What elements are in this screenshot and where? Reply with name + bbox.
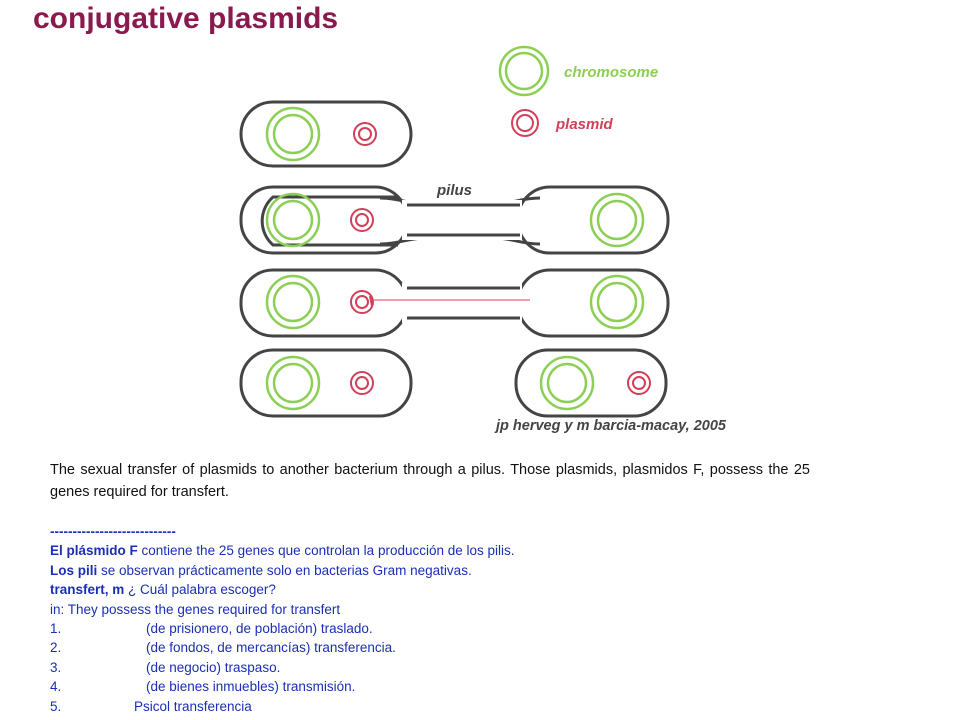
conjugation-diagram: chromosome plasmid pilus [239, 45, 727, 434]
list-item: 1. (de prisionero, de población) traslado… [50, 619, 850, 638]
list-item: 5. Psicol transferencia [50, 697, 850, 716]
gloss-line-1: El plásmido F contiene the 25 genes que … [50, 541, 850, 560]
gloss-text-1: contiene the 25 genes que controlan la p… [137, 543, 515, 559]
gloss-text-2: se observan prácticamente solo en bacter… [97, 562, 472, 578]
glossary-block: ---------------------------- El plásmido… [50, 522, 850, 716]
bacterium-row-3 [239, 268, 670, 338]
plasmid-legend-icon [511, 109, 539, 137]
gloss-line-4: in: They possess the genes required for … [50, 601, 341, 617]
gloss-term-1: El plásmido F [50, 543, 138, 559]
chromosome-legend-icon [498, 45, 550, 97]
divider-line: ---------------------------- [50, 524, 176, 539]
legend: chromosome plasmid [498, 45, 658, 137]
list-text: (de prisionero, de población) traslado. [146, 621, 373, 637]
list-number: 4. [50, 679, 62, 695]
list-number: 3. [50, 659, 62, 675]
list-number: 1. [50, 621, 62, 637]
list-item: 4. (de bienes inmuebles) transmisión. [50, 677, 850, 696]
plasmid-legend-label: plasmid [555, 116, 614, 133]
gloss-line-2: Los pili se observan prácticamente solo … [50, 561, 850, 580]
description-paragraph: The sexual transfer of plasmids to anoth… [50, 462, 810, 500]
gloss-term-2: Los pili [50, 562, 98, 578]
list-text: (de bienes inmuebles) transmisión. [146, 679, 356, 695]
list-number: 5. [50, 698, 62, 714]
bacterium-row-4 [239, 348, 668, 418]
slide-title: conjugative plasmids [33, 2, 339, 35]
list-item: 2. (de fondos, de mercancías) transferenc… [50, 638, 850, 657]
list-text: (de fondos, de mercancías) transferencia… [146, 640, 396, 656]
list-number: 2. [50, 640, 62, 656]
pilus-label: pilus [436, 182, 472, 199]
bacterium-row-2 [239, 185, 670, 255]
gloss-term-3: transfert, m [50, 582, 125, 598]
list-text: Psicol transferencia [134, 698, 252, 714]
diagram-credit: jp herveg y m barcia-macay, 2005 [494, 418, 727, 434]
bacterium-row-1 [239, 100, 413, 168]
gloss-text-3: ¿ Cuál palabra escoger? [124, 582, 276, 598]
list-item: 3. (de negocio) traspaso. [50, 658, 850, 677]
list-text: (de negocio) traspaso. [146, 659, 281, 675]
chromosome-legend-label: chromosome [564, 64, 658, 81]
gloss-line-3: transfert, m ¿ Cuál palabra escoger? [50, 580, 850, 599]
